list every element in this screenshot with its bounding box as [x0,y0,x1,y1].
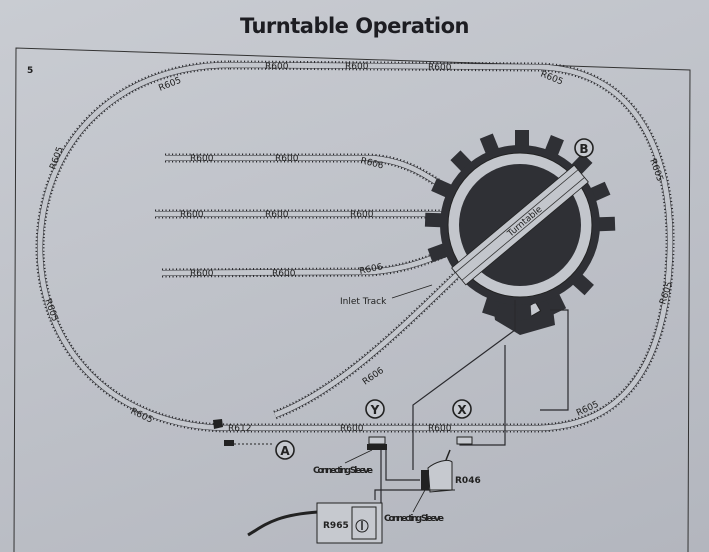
svg-text:R600: R600 [190,154,214,164]
svg-text:R606: R606 [361,366,386,388]
svg-text:R600: R600 [265,210,289,220]
svg-text:R605: R605 [539,70,564,88]
svg-text:R600: R600 [265,62,289,72]
connecting-sleeve-label-2: Connecting Sleeve [384,489,444,524]
svg-text:R606: R606 [359,262,384,277]
marker-b: B [574,138,594,158]
svg-text:R600: R600 [428,424,452,434]
turntable-stall [482,297,501,317]
turntable-stall [598,216,616,232]
svg-text:B: B [579,142,588,156]
r046-switch: R046 [421,449,481,493]
page-title: Turntable Operation [239,14,470,38]
page-number: 5 [27,66,33,76]
wiring [213,300,569,537]
marker-a: A [275,440,295,460]
svg-text:R605: R605 [42,298,59,323]
main-oval-track [35,60,675,433]
turntable: Turntable [424,130,616,335]
svg-text:R600: R600 [272,269,296,279]
diagram-frame [13,47,691,552]
svg-text:R600: R600 [275,154,299,164]
turntable-stall [546,293,567,315]
marker-x: X [452,399,472,419]
r965-controller[interactable]: R965 [316,502,383,544]
svg-text:R600: R600 [180,210,204,220]
svg-text:R600: R600 [350,210,374,220]
svg-text:R612: R612 [228,424,251,434]
svg-text:R605: R605 [658,281,675,306]
turntable-stall [424,212,442,228]
inlet-track-label: Inlet Track [340,297,387,307]
svg-text:Connecting Sleeve: Connecting Sleeve [313,466,373,476]
turntable-stall [431,178,452,198]
siding-tracks [155,153,466,420]
svg-text:A: A [280,444,290,458]
svg-text:Connecting Sleeve: Connecting Sleeve [384,514,444,524]
svg-text:R600: R600 [340,424,364,434]
svg-text:R600: R600 [190,269,214,279]
r046-label: R046 [455,476,481,486]
svg-text:X: X [457,403,467,417]
turntable-stall [515,130,529,146]
svg-text:Y: Y [370,403,380,417]
connecting-sleeve-label-1: Connecting Sleeve [313,449,373,476]
turntable-stall [590,181,611,202]
marker-y: Y [365,399,385,419]
r965-label: R965 [323,521,349,531]
svg-text:R600: R600 [345,62,369,72]
point-motor [213,419,223,429]
inlet-track [273,266,466,420]
turntable-stall [544,135,564,156]
turntable-stall [427,243,448,263]
turntable-stall [516,303,532,321]
turntable-stall [479,133,499,154]
svg-text:R600: R600 [428,63,452,73]
